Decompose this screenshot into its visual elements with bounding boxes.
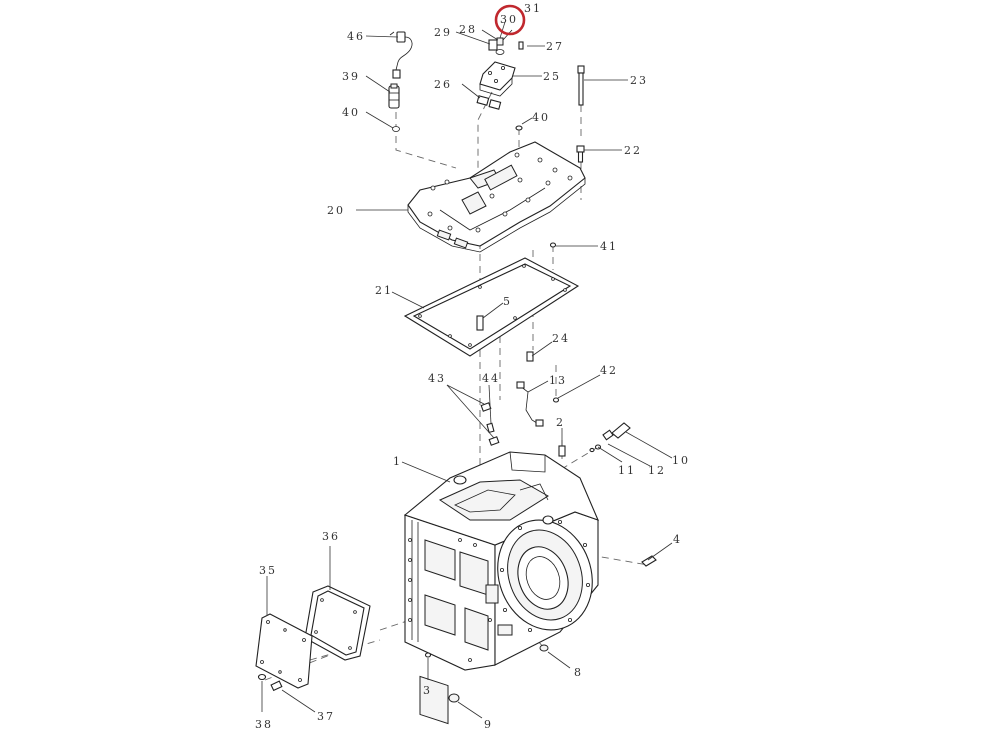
callout-24: 24 xyxy=(552,332,570,345)
callout-27: 27 xyxy=(546,40,564,53)
part-40-washer[interactable] xyxy=(392,126,400,132)
callout-37: 37 xyxy=(317,710,335,723)
callout-29: 29 xyxy=(434,26,452,39)
part-24-fitting[interactable] xyxy=(526,351,534,362)
part-3-dowel[interactable] xyxy=(424,652,432,658)
callout-38: 38 xyxy=(255,718,273,731)
part-38-washer[interactable] xyxy=(257,673,267,681)
part-2-dowel[interactable] xyxy=(558,445,566,457)
callout-21: 21 xyxy=(375,284,393,297)
part-27-screw[interactable] xyxy=(518,41,524,50)
part-39-pressure-sender[interactable] xyxy=(388,83,400,109)
part-11-12-washers[interactable] xyxy=(589,444,602,453)
highlight-circle-callout-30 xyxy=(494,4,526,36)
callout-23: 23 xyxy=(630,74,648,87)
callout-42: 42 xyxy=(600,364,618,377)
callout-22: 22 xyxy=(624,144,642,157)
callout-3: 3 xyxy=(423,684,432,697)
callout-40b: 40 xyxy=(532,111,550,124)
callout-8: 8 xyxy=(574,666,583,679)
part-43-bolts[interactable] xyxy=(480,402,500,446)
callout-2: 2 xyxy=(556,416,565,429)
callout-12: 12 xyxy=(648,464,666,477)
part-44-plug[interactable] xyxy=(486,422,495,434)
part-8-plug[interactable] xyxy=(539,644,549,652)
part-46-sensor-harness[interactable] xyxy=(389,31,413,79)
callout-9: 9 xyxy=(484,718,493,731)
part-37-bolt[interactable] xyxy=(270,680,283,692)
callout-28: 28 xyxy=(459,23,477,36)
callout-36: 36 xyxy=(322,530,340,543)
callout-5: 5 xyxy=(503,295,512,308)
callout-13: 13 xyxy=(549,374,567,387)
part-25-cover-plate[interactable] xyxy=(479,61,516,97)
part-21-gasket[interactable] xyxy=(403,257,580,357)
callout-10: 10 xyxy=(672,454,690,467)
part-22-bolt[interactable] xyxy=(576,145,585,163)
part-26-dowel-pins[interactable] xyxy=(476,95,502,110)
callout-25: 25 xyxy=(543,70,561,83)
callout-41: 41 xyxy=(600,240,618,253)
part-41-oring[interactable] xyxy=(549,242,557,248)
callout-40: 40 xyxy=(342,106,360,119)
part-10-fitting[interactable] xyxy=(602,422,631,441)
callout-31: 31 xyxy=(524,2,542,15)
part-23-bolt[interactable] xyxy=(577,65,585,106)
part-4-pin[interactable] xyxy=(641,555,657,567)
callout-44: 44 xyxy=(482,372,500,385)
callout-labels: 46 39 40 29 28 30 31 27 25 26 23 40 22 2… xyxy=(255,2,690,731)
part-40-oring[interactable] xyxy=(515,125,523,131)
callout-35: 35 xyxy=(259,564,277,577)
callout-11: 11 xyxy=(618,464,636,477)
leader-lines xyxy=(261,21,673,719)
callout-4: 4 xyxy=(673,533,682,546)
callout-20: 20 xyxy=(327,204,345,217)
part-5-spacer[interactable] xyxy=(476,315,484,331)
part-20-valve-cover[interactable] xyxy=(407,141,586,253)
callout-30: 30 xyxy=(500,13,518,26)
callout-46: 46 xyxy=(347,30,365,43)
part-42-washer[interactable] xyxy=(552,397,560,403)
callout-39: 39 xyxy=(342,70,360,83)
part-13-pipe[interactable] xyxy=(516,381,544,427)
part-35-cover[interactable] xyxy=(255,613,313,689)
part-36-gasket[interactable] xyxy=(304,585,371,661)
callout-26: 26 xyxy=(434,78,452,91)
part-1-transmission-housing[interactable] xyxy=(403,451,607,725)
part-9-plug[interactable] xyxy=(448,693,460,703)
callout-1: 1 xyxy=(393,455,402,468)
callout-43: 43 xyxy=(428,372,446,385)
